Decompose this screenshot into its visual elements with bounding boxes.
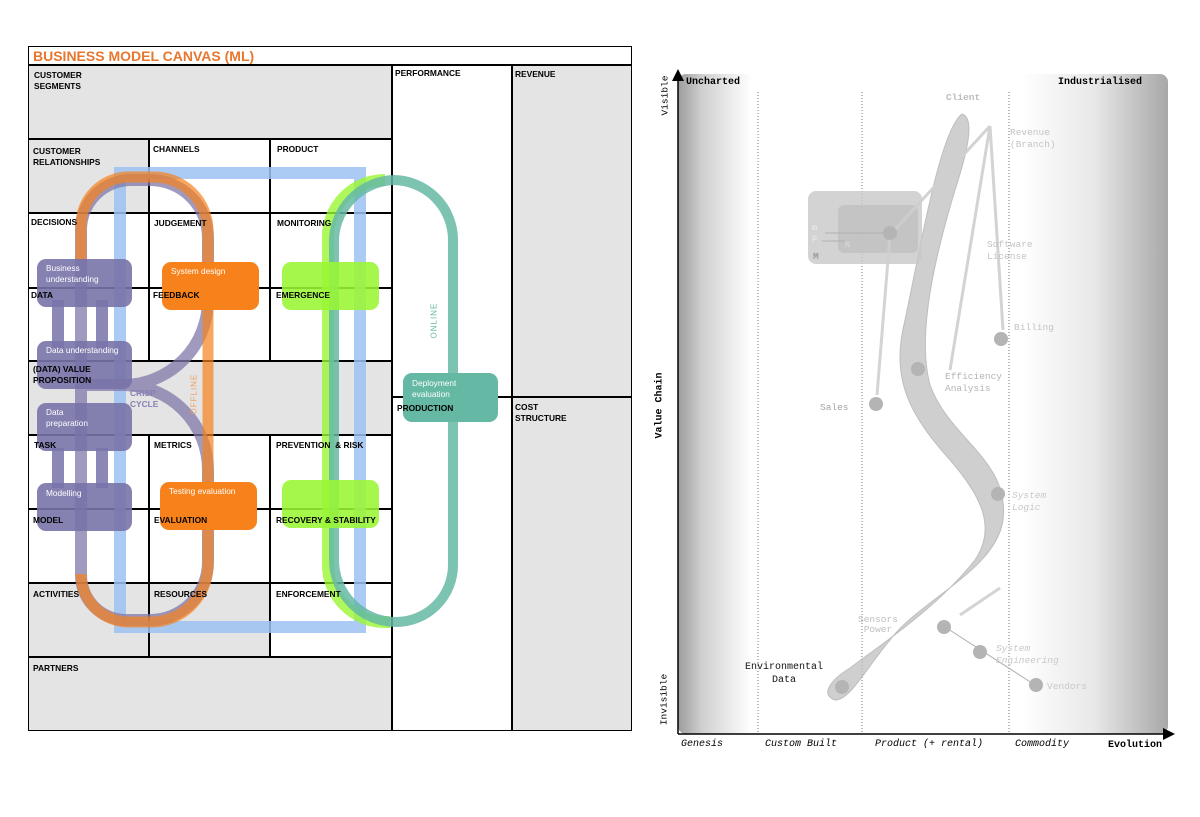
label-evaluation: EVALUATION (154, 515, 208, 525)
legend-n: N (845, 240, 851, 250)
pill-system-design: System design (162, 262, 259, 310)
label-enforcement: ENFORCEMENT (276, 589, 341, 599)
cell-revenue (512, 65, 632, 397)
node-label-efficiency: Efficiency Analysis (945, 371, 1003, 394)
node-sales (869, 397, 883, 411)
label-resources: RESOURCES (154, 589, 208, 599)
legend-m: M (813, 251, 819, 262)
pill-testing-evaluation: Testing evaluation (160, 482, 257, 530)
label-revenue: REVENUE (515, 69, 556, 79)
label-prevention-risk: PREVENTION & RISK (276, 440, 364, 450)
node-label-sales: Sales (820, 402, 849, 413)
node-label-client: Client (946, 92, 981, 103)
label-production: PRODUCTION (397, 403, 454, 413)
node-label-system-logic: System Logic (1012, 490, 1047, 513)
node-label-reseller: Reseller (846, 192, 892, 203)
node-label-sensors-power: Sensors Power (858, 614, 898, 635)
legend-mp: m p (812, 223, 818, 243)
crisp-cycle-label: CRISP CYCLE (130, 388, 159, 409)
node-label-software-license: Software License (987, 239, 1033, 262)
cell-partners (28, 657, 392, 731)
label-channels: CHANNELS (153, 144, 200, 154)
label-product: PRODUCT (277, 144, 319, 154)
cell-customer-segments (28, 65, 392, 139)
pill-data-preparation: Data preparation (37, 403, 132, 451)
map-corner-left: Uncharted (686, 77, 741, 88)
node-system-logic (991, 487, 1005, 501)
label-emergence: EMERGENCE (276, 290, 330, 300)
stage-commodity: Commodity (1015, 739, 1070, 750)
node-label-environmental-data: Environmental Data (745, 662, 824, 686)
label-recovery-stability: RECOVERY & STABILITY (276, 515, 376, 525)
pill-monitoring-box (282, 262, 379, 310)
node-vendors (1029, 678, 1043, 692)
node-label-billing: Billing (1014, 322, 1054, 333)
pill-business-understanding: Business understanding (37, 259, 132, 307)
node-label-revenue: Revenue (Branch) (1010, 127, 1056, 150)
label-metrics: METRICS (154, 440, 192, 450)
canvas-title: BUSINESS MODEL CANVAS (ML) (28, 46, 632, 65)
label-model: MODEL (33, 515, 64, 525)
label-cost-structure: COST STRUCTURE (515, 402, 567, 423)
node-system-engineering (973, 645, 987, 659)
evolution-path-shape (827, 113, 1005, 701)
node-reseller (883, 226, 897, 240)
map-corner-right: Industrialised (1058, 77, 1143, 88)
node-label-vendors: Vendors (1047, 681, 1087, 692)
y-axis-label: Value Chain (654, 372, 666, 439)
node-label-system-engineering: System Engineering (996, 643, 1059, 666)
stage-genesis: Genesis (681, 739, 724, 750)
label-activities: ACTIVITIES (33, 589, 80, 599)
node-sensors (937, 620, 951, 634)
stage-custom-built: Custom Built (765, 739, 838, 750)
y-top-label: Visible (659, 75, 671, 116)
label-partners: PARTNERS (33, 663, 79, 673)
node-environmental-data (835, 680, 849, 694)
node-efficiency (911, 362, 925, 376)
label-customer-segments: CUSTOMER SEGMENTS (34, 70, 82, 91)
label-data: DATA (31, 290, 54, 300)
label-decisions: DECISIONS (31, 217, 78, 227)
label-task: TASK (34, 440, 57, 450)
node-billing (994, 332, 1008, 346)
stage-product: Product (+ rental) (875, 739, 984, 750)
pill-modelling: Modelling (37, 483, 132, 531)
label-monitoring: MONITORING (277, 218, 332, 228)
cell-cost-structure (512, 397, 632, 731)
x-axis-label: Evolution (1108, 740, 1163, 751)
pill-data-understanding: Data understanding (37, 341, 132, 389)
label-performance: PERFORMANCE (395, 68, 461, 78)
pill-deployment-evaluation: Deployment evaluation (403, 373, 498, 422)
label-customer-relationships: CUSTOMER RELATIONSHIPS (33, 146, 101, 167)
y-bottom-label: Invisible (658, 673, 670, 726)
label-judgement: JUDGEMENT (154, 218, 207, 228)
label-feedback: FEEDBACK (153, 290, 200, 300)
label-value-proposition: (DATA) VALUE PROPOSITION (33, 364, 92, 385)
pill-recovery-box (282, 480, 379, 528)
